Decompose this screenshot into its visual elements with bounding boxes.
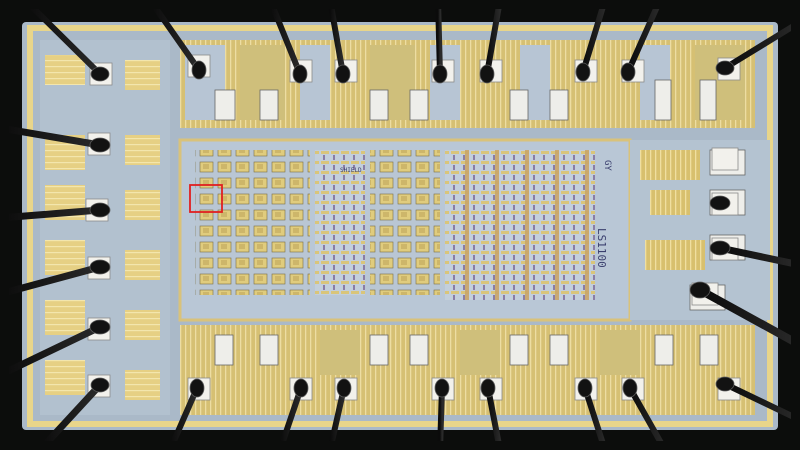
transistor-array xyxy=(445,150,595,300)
left-io-column xyxy=(40,40,170,415)
bond-balls xyxy=(89,60,735,398)
power-rails xyxy=(465,150,589,300)
logic-block-mid xyxy=(315,150,365,295)
die-label-small: SHIELD xyxy=(340,167,362,174)
die-logo-text: GY xyxy=(602,160,612,171)
bottom-io-ring xyxy=(180,325,755,415)
die-part-number: LS1100 xyxy=(595,228,608,268)
highlight-box xyxy=(189,184,223,213)
logic-block-center xyxy=(370,150,440,295)
logic-block-left xyxy=(195,150,310,295)
top-io-ring xyxy=(180,40,755,128)
